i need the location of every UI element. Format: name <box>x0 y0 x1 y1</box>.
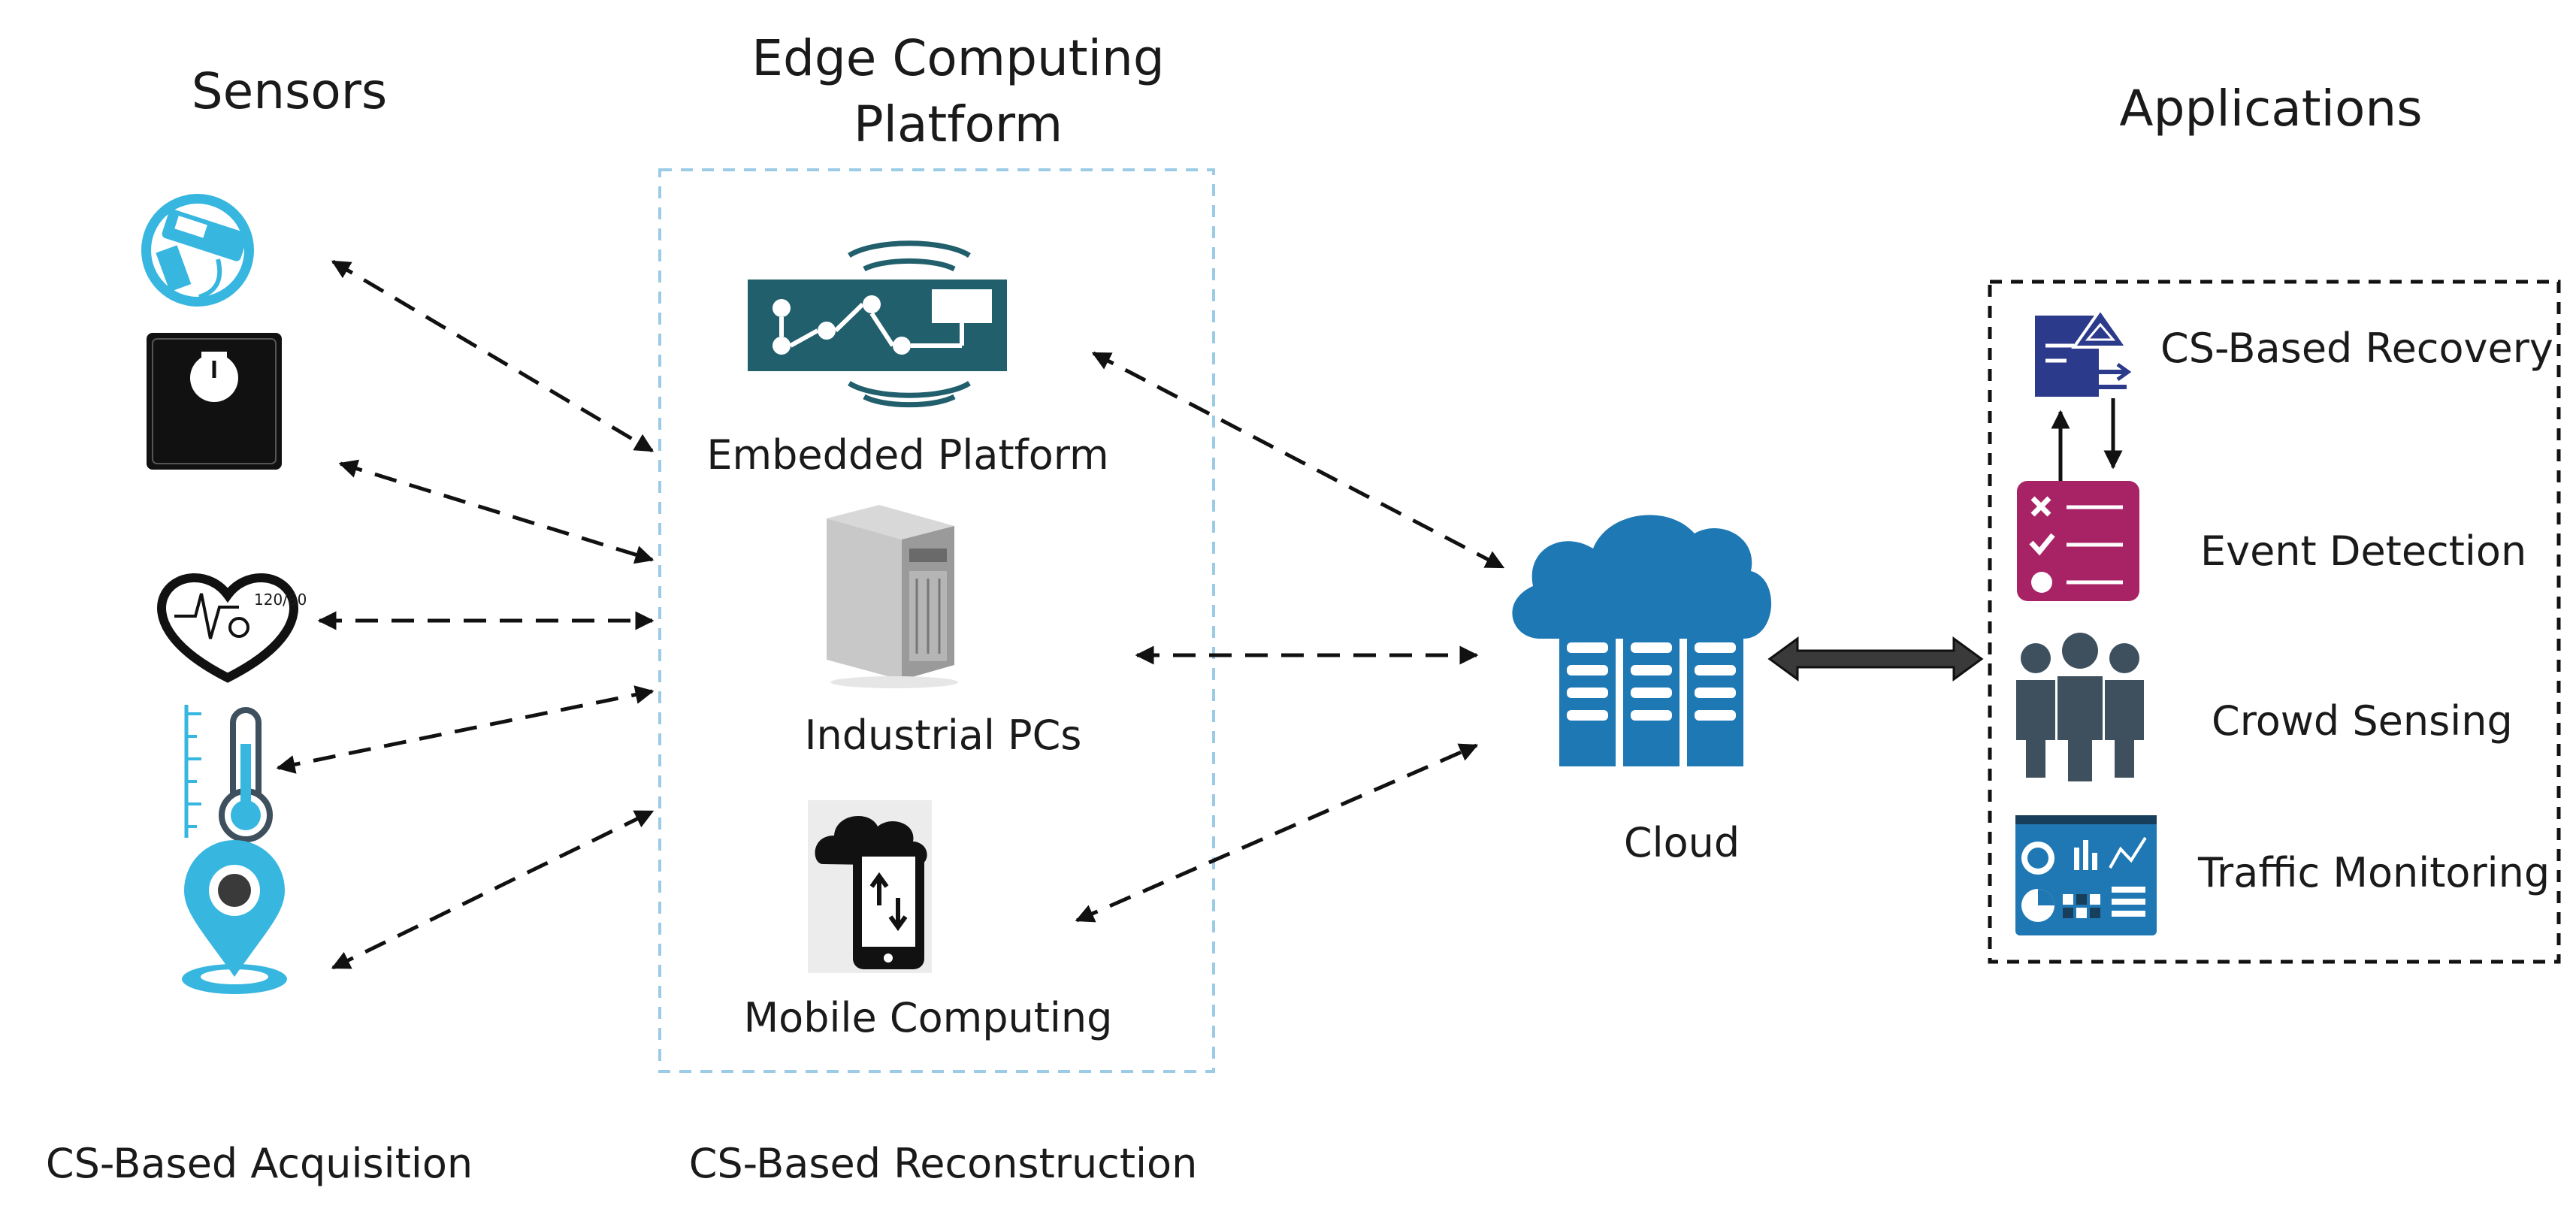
crowd-sensing-label: Crowd Sensing <box>2212 697 2513 745</box>
cs-based-reconstruction-label: CS-Based Reconstruction <box>689 1140 1198 1187</box>
cloud-applications-double-arrow <box>1767 636 1984 681</box>
arrow-scale-edge <box>338 459 655 564</box>
circuit-board-icon <box>748 240 1007 408</box>
thermometer-icon <box>184 705 273 842</box>
embedded-platform-label: Embedded Platform <box>706 431 1108 479</box>
camera-icon <box>141 194 254 307</box>
sensors-heading: Sensors <box>192 62 388 120</box>
edge-heading-line2: Platform <box>854 95 1063 153</box>
edge-platform-box <box>658 168 1215 1073</box>
event-detection-label: Event Detection <box>2200 527 2526 575</box>
applications-heading: Applications <box>2119 80 2422 138</box>
crowd-icon <box>2016 633 2144 781</box>
checklist-icon <box>2017 481 2139 601</box>
mobile-computing-label: Mobile Computing <box>744 994 1113 1041</box>
dashboard-icon <box>2015 815 2157 935</box>
location-pin-icon <box>182 840 287 994</box>
arrow-camera-edge <box>331 259 655 453</box>
cloud-server-icon <box>1512 515 1772 766</box>
heart-monitor-icon: 120/80 <box>157 573 307 683</box>
arrow-mobile-cloud <box>1075 743 1479 923</box>
cloud-label: Cloud <box>1624 819 1740 866</box>
arrow-thermometer-edge <box>276 685 655 774</box>
recovery-icon <box>2035 307 2132 397</box>
edge-heading-line1: Edge Computing <box>751 29 1165 87</box>
arrow-pin-edge <box>331 809 655 970</box>
scale-icon <box>147 333 282 470</box>
mobile-cloud-icon <box>808 800 932 973</box>
svg-text:120/80: 120/80 <box>254 591 307 609</box>
applications-box <box>1988 280 2561 964</box>
arrow-embedded-cloud <box>1091 351 1505 570</box>
cs-based-acquisition-label: CS-Based Acquisition <box>46 1140 473 1187</box>
server-tower-icon <box>827 505 958 688</box>
traffic-monitoring-label: Traffic Monitoring <box>2197 849 2550 896</box>
industrial-pcs-label: Industrial PCs <box>805 712 1082 759</box>
cs-based-recovery-label: CS-Based Recovery <box>2160 325 2553 372</box>
